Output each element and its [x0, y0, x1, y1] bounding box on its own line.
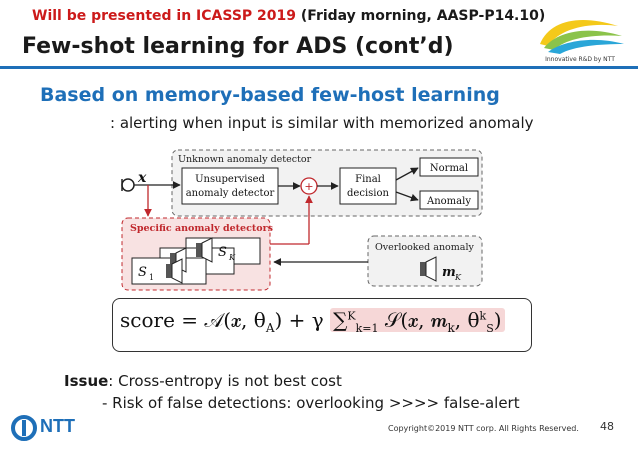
- overlooked-anomaly-region: [367, 235, 483, 287]
- sum-node-plus: +: [304, 180, 313, 193]
- normal-box: [419, 157, 479, 177]
- ntt-brand: NTT: [40, 416, 75, 436]
- unsupervised-line2: anomaly detector: [186, 188, 275, 199]
- s1-symbol: S: [138, 265, 147, 280]
- note-prefix: Will be presented in ICASSP 2019: [32, 8, 296, 24]
- specific-detectors-label: Specific anomaly detectors: [130, 223, 273, 234]
- speaker-icon-1: [166, 258, 183, 284]
- formula-term1-sub: A: [265, 321, 275, 335]
- anomaly-box: [419, 190, 479, 210]
- final-line1: Final: [355, 174, 381, 185]
- to-normal-arrow: [395, 167, 419, 181]
- issue-line2: - Risk of false detections: overlooking …: [102, 394, 520, 412]
- formula-sum-sub: k=1: [355, 322, 379, 335]
- issue-label: Issue: [64, 372, 109, 390]
- speaker-icon-k: [196, 237, 213, 263]
- ntt-innovative-logo: Innovative R&D by NTT: [540, 20, 624, 63]
- title-underline: [0, 66, 638, 69]
- normal-label: Normal: [430, 163, 468, 174]
- logo-caption: Innovative R&D by NTT: [545, 56, 615, 63]
- presentation-note: Will be presented in ICASSP 2019 (Friday…: [32, 8, 545, 24]
- formula-sum: ∑: [333, 308, 348, 332]
- microphone-icon: [121, 178, 135, 192]
- formula-term2-sup: k: [479, 309, 487, 323]
- section-heading: Based on memory-based few-host learning: [40, 84, 500, 106]
- formula-term2-sub2: S: [486, 322, 494, 335]
- score-formula: score = 𝒜(𝒙, θA) + γ ∑Kk=1 𝒮(𝒙, 𝒎k, θkS): [120, 308, 505, 335]
- speaker-icon-overlooked: [420, 256, 437, 282]
- unsupervised-line1: Unsupervised: [195, 174, 265, 185]
- unknown-detector-label: Unknown anomaly detector: [178, 154, 312, 165]
- note-suffix: (Friday morning, AASP-P14.10): [296, 8, 546, 24]
- unsupervised-detector-box: [181, 167, 279, 205]
- formula-term2-mid: , θ: [454, 308, 480, 332]
- section-subheading: : alerting when input is similar with me…: [110, 114, 534, 132]
- issue-line1: : Cross-entropy is not best cost: [108, 372, 342, 390]
- formula-sum-sup: K: [347, 309, 356, 323]
- mk-sub: K: [454, 273, 462, 282]
- formula-term1: 𝒜(𝒙, θ: [204, 308, 266, 332]
- s1-sub: 1: [149, 273, 154, 282]
- mk-symbol: m: [442, 265, 456, 280]
- sk-sub: K: [228, 253, 236, 262]
- sk-symbol: S: [218, 245, 227, 260]
- formula-highlight: ∑Kk=1 𝒮(𝒙, 𝒎k, θkS): [330, 308, 505, 335]
- formula-term1-close: ) + γ: [274, 308, 331, 332]
- to-anomaly-arrow: [395, 191, 419, 202]
- page-number: 48: [600, 420, 614, 433]
- final-line2: decision: [347, 188, 389, 199]
- copyright: Copyright©2019 NTT corp. All Rights Rese…: [388, 424, 579, 433]
- overlooked-anomaly-label: Overlooked anomaly: [375, 242, 474, 253]
- formula-term2: 𝒮(𝒙, 𝒎: [378, 308, 448, 332]
- formula-term2-sub: k: [447, 321, 455, 335]
- anomaly-label: Anomaly: [426, 196, 471, 207]
- issue-line: Issue: Cross-entropy is not best cost: [64, 372, 342, 390]
- formula-term2-close: ): [493, 308, 502, 332]
- formula-lhs: score =: [120, 308, 205, 332]
- final-decision-box: [339, 167, 397, 205]
- input-variable: x: [137, 170, 147, 186]
- slide-title: Few-shot learning for ADS (cont’d): [22, 34, 454, 59]
- ntt-logo: [11, 415, 37, 441]
